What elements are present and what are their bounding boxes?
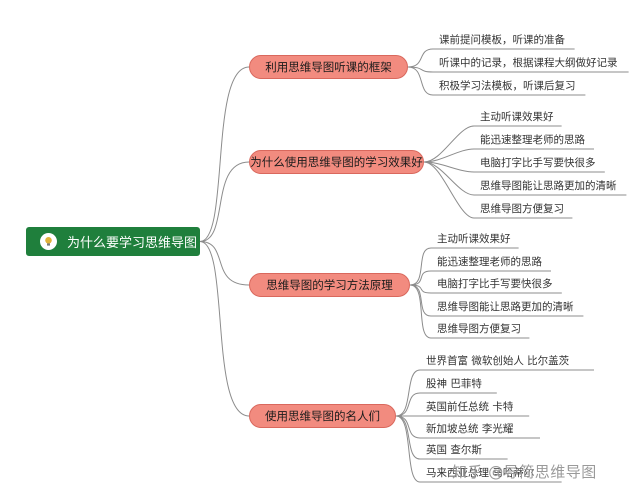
leaf-node[interactable]: 思维导图能让思路更加的清晰 <box>480 180 617 192</box>
leaf-node[interactable]: 积极学习法模板，听课后复习 <box>439 80 576 92</box>
branch-leaf-connector <box>423 125 475 163</box>
leaf-node[interactable]: 思维导图方便复习 <box>437 323 521 335</box>
branch-leaf-connector <box>409 284 432 339</box>
leaf-node[interactable]: 能迅速整理老师的思路 <box>480 134 585 146</box>
branch-leaf-connector <box>395 415 421 483</box>
root-node[interactable]: 为什么要学习思维导图 <box>26 227 200 256</box>
branch-leaf-connector <box>395 392 421 417</box>
leaf-node[interactable]: 主动听课效果好 <box>437 233 511 245</box>
leaf-node[interactable]: 英国前任总统 卡特 <box>426 401 514 413</box>
leaf-node[interactable]: 马来西亚总理 马哈蒂尔 <box>426 467 535 479</box>
branch-leaf-connector <box>423 161 475 219</box>
branch-label: 使用思维导图的名人们 <box>265 409 380 423</box>
leaf-node[interactable]: 课前提问模板，听课的准备 <box>439 34 565 46</box>
leaf-node[interactable]: 主动听课效果好 <box>480 111 554 123</box>
branch-node[interactable]: 为什么使用思维导图的学习效果好 <box>249 150 424 174</box>
leaf-node[interactable]: 股神 巴菲特 <box>426 378 482 390</box>
branch-leaf-connector <box>409 247 432 286</box>
leaf-node[interactable]: 能迅速整理老师的思路 <box>437 256 542 268</box>
branch-leaf-connector <box>407 66 434 96</box>
branch-leaf-connector <box>423 148 475 163</box>
branch-node[interactable]: 思维导图的学习方法原理 <box>249 273 410 297</box>
branch-leaf-connector <box>407 48 434 68</box>
leaf-node[interactable]: 电脑打字比手写要快很多 <box>437 278 553 290</box>
watermark: 知乎 @导简思维导图 <box>452 463 597 481</box>
root-branch-connector <box>199 66 250 242</box>
branch-node[interactable]: 使用思维导图的名人们 <box>249 404 396 428</box>
branch-node[interactable]: 利用思维导图听课的框架 <box>249 55 408 79</box>
leaf-node[interactable]: 新加坡总统 李光耀 <box>426 423 514 435</box>
root-label: 为什么要学习思维导图 <box>67 236 198 251</box>
leaf-node[interactable]: 电脑打字比手写要快很多 <box>480 157 596 169</box>
root-branch-connector <box>199 161 250 242</box>
root-branch-connector <box>199 241 250 417</box>
lightbulb-icon <box>40 233 57 250</box>
branch-label: 利用思维导图听课的框架 <box>265 60 392 74</box>
leaf-node[interactable]: 思维导图能让思路更加的清晰 <box>437 301 574 313</box>
leaf-node[interactable]: 听课中的记录，根据课程大纲做好记录 <box>439 57 618 69</box>
leaf-node[interactable]: 英国 查尔斯 <box>426 444 482 456</box>
leaf-node[interactable]: 思维导图方便复习 <box>480 203 564 215</box>
branch-label: 思维导图的学习方法原理 <box>266 278 393 292</box>
root-branch-connector <box>199 241 250 286</box>
branch-label: 为什么使用思维导图的学习效果好 <box>250 155 423 169</box>
leaf-node[interactable]: 世界首富 微软创始人 比尔盖茨 <box>426 355 570 367</box>
branch-leaf-connector <box>395 369 421 417</box>
branch-leaf-connector <box>409 270 432 286</box>
